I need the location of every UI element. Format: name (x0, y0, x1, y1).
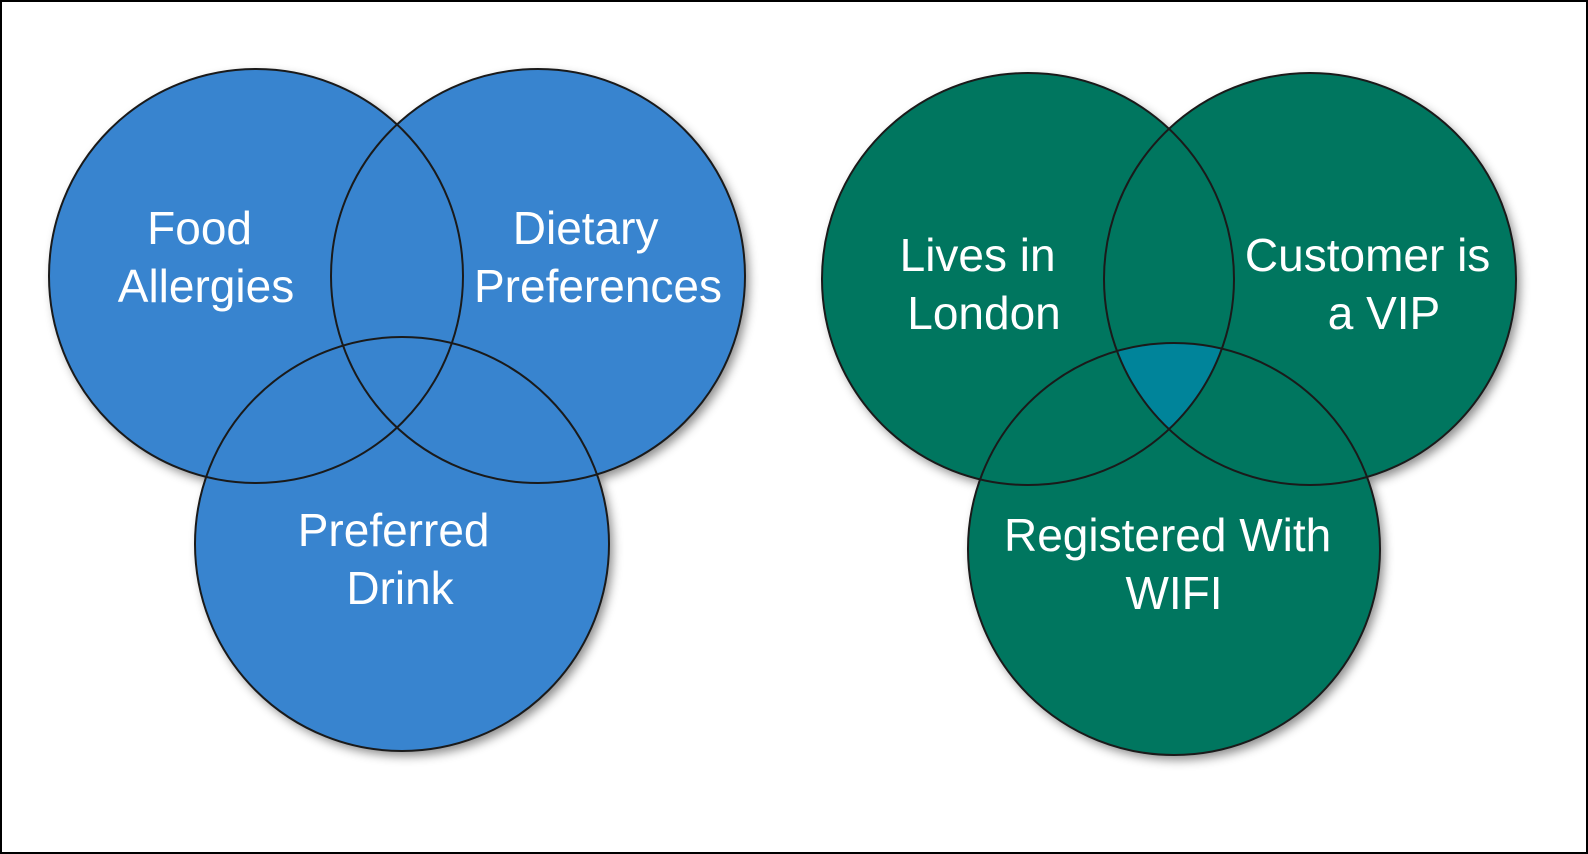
food-allergies-outline (48, 68, 464, 484)
dietary-preferences-outline (330, 68, 746, 484)
customer-is-vip-outline (1103, 72, 1517, 486)
customer-segments-venn: Lives in London Customer is a VIP Regist… (821, 72, 1517, 756)
preferences-venn: Food Allergies Dietary Preferences Prefe… (48, 68, 746, 752)
registered-with-wifi-circle (968, 343, 1380, 755)
registered-with-wifi-outline (967, 342, 1381, 756)
food-allergies-label: Food Allergies (118, 202, 294, 312)
preferred-drink-label: Preferred Drink (298, 504, 503, 614)
dietary-preferences-label: Dietary Preferences (474, 202, 722, 312)
lives-in-london-label: Lives in London (900, 229, 1069, 339)
preferred-drink-circle (195, 337, 609, 751)
lives-in-london-outline (821, 72, 1235, 486)
preferred-drink-outline (194, 336, 610, 752)
customer-is-vip-label: Customer is a VIP (1245, 229, 1503, 339)
registered-with-wifi-label: Registered With WIFI (1004, 509, 1344, 619)
